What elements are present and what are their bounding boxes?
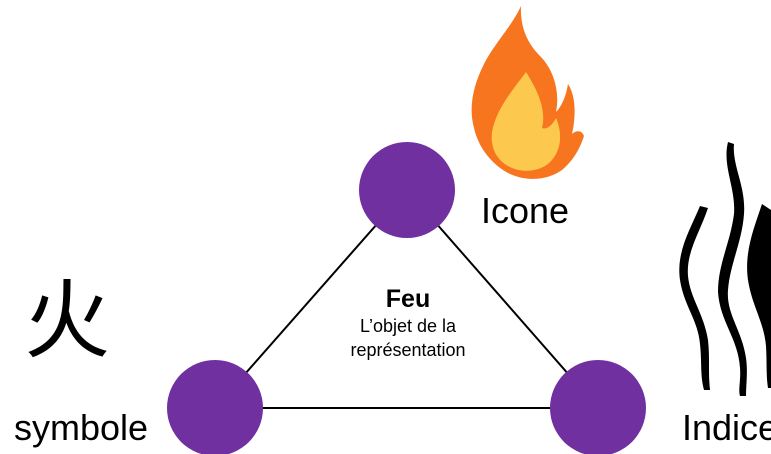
flame-icon [471,6,584,179]
node-left [167,360,263,454]
edge-top-left [214,189,408,409]
label-indice: Indice [682,407,771,448]
label-symbole: symbole [14,407,149,448]
triangle-edges [214,189,599,409]
node-right [550,360,646,454]
edge-top-right [406,189,599,409]
center-subtitle: L’objet de la représentation [350,316,466,361]
smoke-icon [679,142,771,396]
node-top [359,142,455,238]
center-object-text: Feu L’objet de la représentation [318,284,498,363]
fire-kanji-symbol: 火 [24,271,110,371]
center-title: Feu [385,285,431,313]
label-icone: Icone [481,190,570,231]
